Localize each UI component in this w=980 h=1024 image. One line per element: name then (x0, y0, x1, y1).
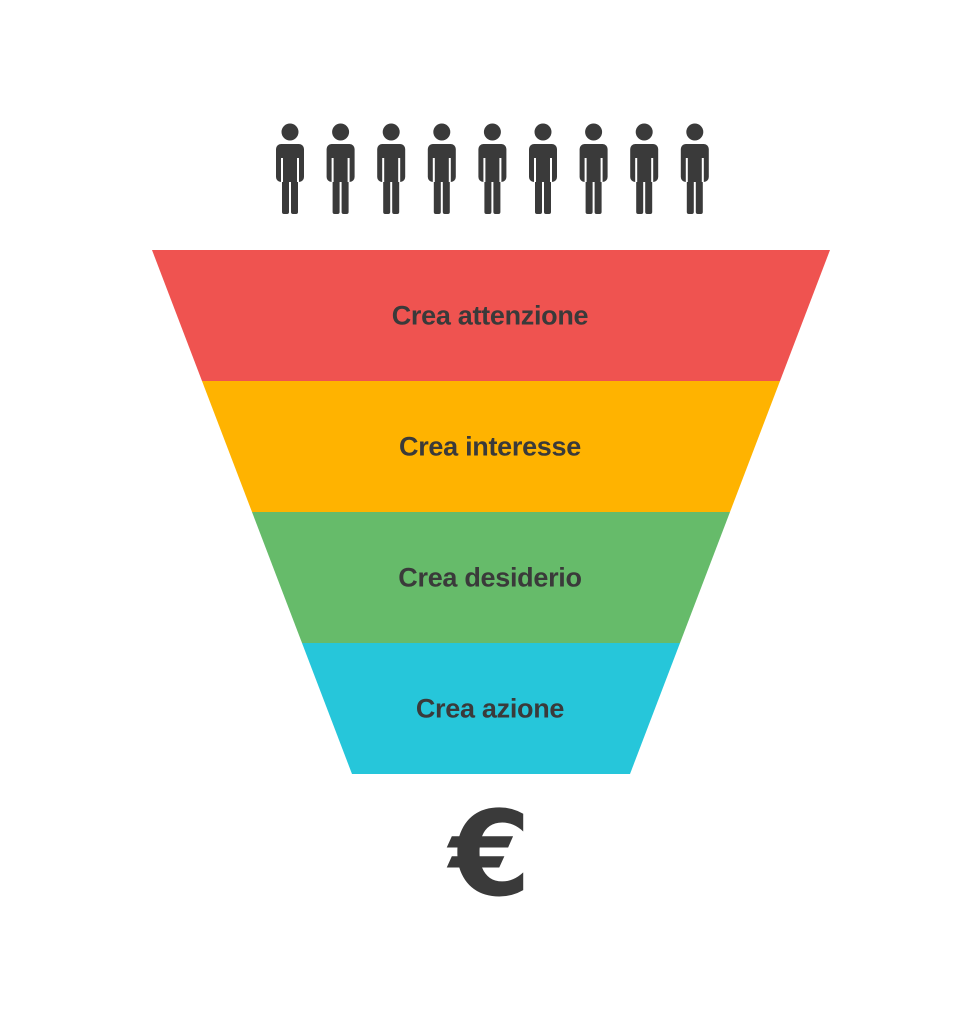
funnel-stage-label: Crea desiderio (398, 563, 581, 593)
person-icon (579, 123, 608, 214)
person-icon (427, 123, 456, 214)
funnel-stage-label: Crea attenzione (392, 301, 589, 331)
person-icon (630, 123, 659, 214)
euro-icon: € (448, 785, 532, 923)
person-icon (478, 123, 507, 214)
person-icon (529, 123, 557, 214)
funnel-stage (302, 643, 680, 774)
funnel-stage-label: Crea interesse (399, 432, 581, 462)
people-row (276, 123, 709, 214)
person-icon (377, 123, 406, 214)
funnel-stage-label: Crea azione (416, 694, 565, 724)
person-icon (326, 123, 355, 214)
person-icon (276, 123, 304, 214)
funnel-stage (202, 381, 780, 512)
funnel-stage (152, 250, 830, 381)
funnel-stage (252, 512, 730, 643)
person-icon (680, 123, 709, 214)
